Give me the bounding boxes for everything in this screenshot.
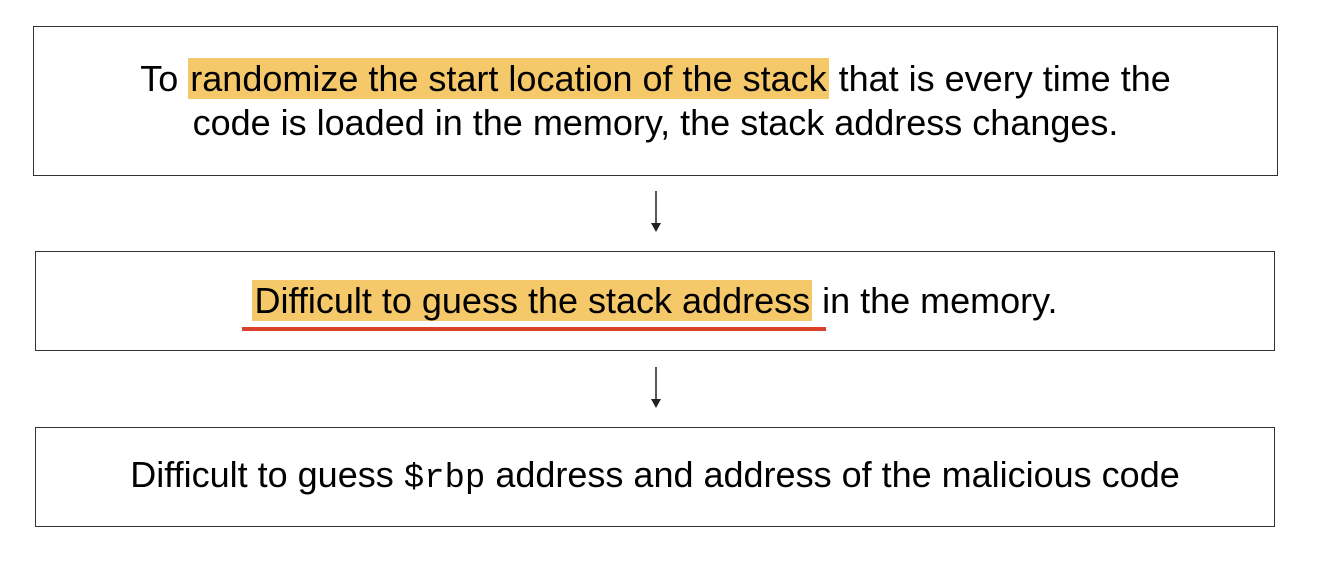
step3-prefix: Difficult to guess [130,454,404,495]
step2-suffix: in the memory. [812,280,1058,321]
step3-suffix: address and address of the malicious cod… [485,454,1180,495]
step1-suffix: that is every time the [828,58,1171,99]
step2-underlined-phrase: Difficult to guess the stack address [242,279,826,331]
down-arrow-icon [651,191,661,232]
step-text-randomize-stack: To randomize the start location of the s… [140,57,1171,145]
step1-line2: code is loaded in the memory, the stack … [192,102,1119,143]
step-text-difficult-rbp-address: Difficult to guess $rbp address and addr… [130,453,1180,501]
step-box-randomize-stack: To randomize the start location of the s… [33,26,1278,176]
step-text-difficult-stack-address: Difficult to guess the stack address in … [242,279,1058,331]
step1-prefix: To [140,58,189,99]
step1-highlight: randomize the start location of the stac… [188,58,829,99]
step3-code-rbp: $rbp [403,460,486,498]
step2-highlight: Difficult to guess the stack address [252,280,813,321]
down-arrow-icon [651,367,661,408]
step-box-difficult-rbp-address: Difficult to guess $rbp address and addr… [35,427,1275,527]
step-box-difficult-stack-address: Difficult to guess the stack address in … [35,251,1275,351]
